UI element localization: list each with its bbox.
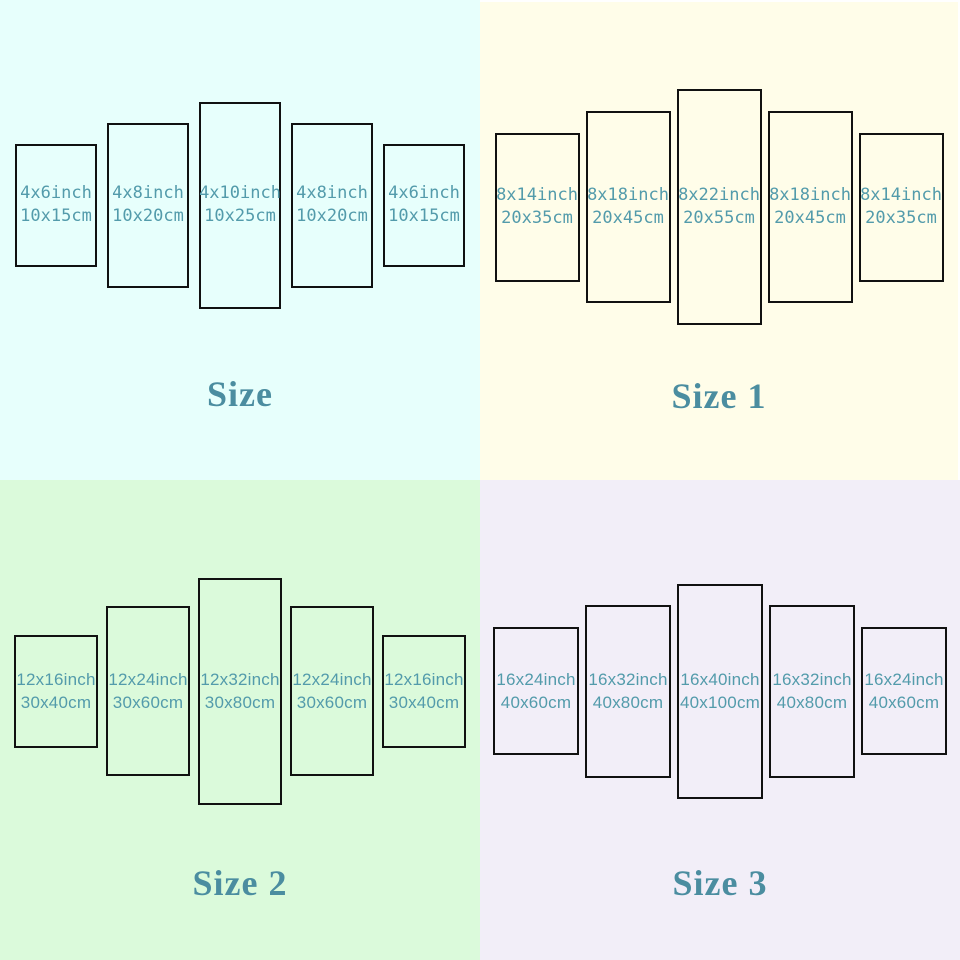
panel-size-inch-label: 8x22inch [678, 185, 760, 205]
panel-size-inch-label: 8x18inch [587, 185, 669, 205]
canvas-panel: 4x8inch 10x20cm [291, 122, 373, 288]
canvas-panel: 8x14inch 20x35cm [858, 132, 944, 282]
panel-size-inch-label: 8x18inch [769, 185, 851, 205]
panel-size-inch-label: 4x6inch [388, 183, 460, 203]
canvas-panel: 16x24inch 40x60cm [861, 627, 947, 755]
panel-size-cm-label: 10x20cm [296, 206, 368, 226]
panel-size-inch-label: 12x16inch [384, 670, 464, 689]
canvas-panel: 4x8inch 10x20cm [107, 122, 189, 288]
canvas-panel: 4x6inch 10x15cm [383, 143, 465, 267]
quadrant-title: Size 1 [671, 375, 767, 416]
panel-size-inch-label: 16x32inch [588, 670, 668, 689]
quadrant-title: Size 3 [672, 862, 768, 903]
quadrant-size-3: 16x24inch 40x60cm 16x32inch 40x80cm 16x40inc… [480, 480, 960, 960]
panel-size-cm-label: 30x60cm [112, 693, 184, 712]
panel-size-cm-label: 20x45cm [774, 208, 846, 228]
canvas-panel: 16x40inch 40x100cm [677, 583, 763, 799]
panel-size-cm-label: 20x55cm [683, 208, 755, 228]
panel-size-inch-label: 16x24inch [496, 670, 576, 689]
quadrant-size: 4x6inch 10x15cm 4x8inch 10x20cm 4x10inch 10x2… [0, 0, 480, 480]
panel-size-cm-label: 30x40cm [20, 693, 92, 712]
canvas-panel: 8x22inch 20x55cm [676, 89, 762, 325]
panel-size-cm-label: 10x15cm [20, 206, 92, 226]
canvas-panel: 12x24inch 30x60cm [106, 606, 190, 776]
panel-row: 12x16inch 30x40cm 12x24inch 30x60cm 12x32inc… [0, 480, 480, 902]
canvas-panel: 16x24inch 40x60cm [493, 627, 579, 755]
panel-size-inch-label: 8x14inch [860, 185, 942, 205]
panel-size-inch-label: 16x32inch [772, 670, 852, 689]
panel-size-inch-label: 4x6inch [20, 183, 92, 203]
panel-size-cm-label: 10x15cm [388, 206, 460, 226]
panel-size-inch-label: 16x24inch [864, 670, 944, 689]
panel-size-cm-label: 40x80cm [776, 693, 848, 712]
canvas-panel: 12x16inch 30x40cm [382, 634, 466, 748]
panel-size-cm-label: 20x35cm [501, 208, 573, 228]
panel-size-inch-label: 4x10inch [199, 183, 281, 203]
quadrant-title: Size 2 [192, 862, 288, 903]
panel-size-inch-label: 4x8inch [296, 183, 368, 203]
canvas-panel: 8x14inch 20x35cm [494, 132, 580, 282]
panel-size-cm-label: 20x35cm [865, 208, 937, 228]
panel-size-cm-label: 10x25cm [204, 206, 276, 226]
quadrant-size-2: 12x16inch 30x40cm 12x24inch 30x60cm 12x32inc… [0, 480, 480, 960]
canvas-panel: 8x18inch 20x45cm [585, 111, 671, 303]
canvas-panel: 16x32inch 40x80cm [585, 604, 671, 778]
panel-size-inch-label: 4x8inch [112, 183, 184, 203]
quadrant-size-1: 8x14inch 20x35cm 8x18inch 20x45cm 8x22inch 20… [480, 0, 960, 480]
panel-size-cm-label: 10x20cm [112, 206, 184, 226]
panel-size-cm-label: 30x60cm [296, 693, 368, 712]
panel-size-inch-label: 16x40inch [680, 670, 760, 689]
panel-row: 8x14inch 20x35cm 8x18inch 20x45cm 8x22inch 20… [480, 2, 958, 412]
panel-size-inch-label: 8x14inch [496, 185, 578, 205]
canvas-panel: 16x32inch 40x80cm [769, 604, 855, 778]
canvas-panel: 12x32inch 30x80cm [198, 577, 282, 805]
canvas-panel: 12x16inch 30x40cm [14, 634, 98, 748]
canvas-panel: 12x24inch 30x60cm [290, 606, 374, 776]
canvas-panel: 8x18inch 20x45cm [767, 111, 853, 303]
panel-row: 16x24inch 40x60cm 16x32inch 40x80cm 16x40inc… [480, 480, 960, 902]
panel-size-cm-label: 30x40cm [388, 693, 460, 712]
panel-size-cm-label: 20x45cm [592, 208, 664, 228]
panel-size-inch-label: 12x16inch [16, 670, 96, 689]
canvas-panel: 4x6inch 10x15cm [15, 143, 97, 267]
panel-size-inch-label: 12x32inch [200, 670, 280, 689]
panel-size-cm-label: 30x80cm [204, 693, 276, 712]
panel-size-inch-label: 12x24inch [108, 670, 188, 689]
quadrant-title: Size [207, 373, 273, 414]
panel-size-inch-label: 12x24inch [292, 670, 372, 689]
panel-size-cm-label: 40x60cm [868, 693, 940, 712]
canvas-panel: 4x10inch 10x25cm [199, 101, 281, 309]
panel-row: 4x6inch 10x15cm 4x8inch 10x20cm 4x10inch 10x2… [0, 0, 480, 410]
panel-size-cm-label: 40x100cm [679, 693, 761, 712]
panel-size-cm-label: 40x60cm [500, 693, 572, 712]
panel-size-cm-label: 40x80cm [592, 693, 664, 712]
